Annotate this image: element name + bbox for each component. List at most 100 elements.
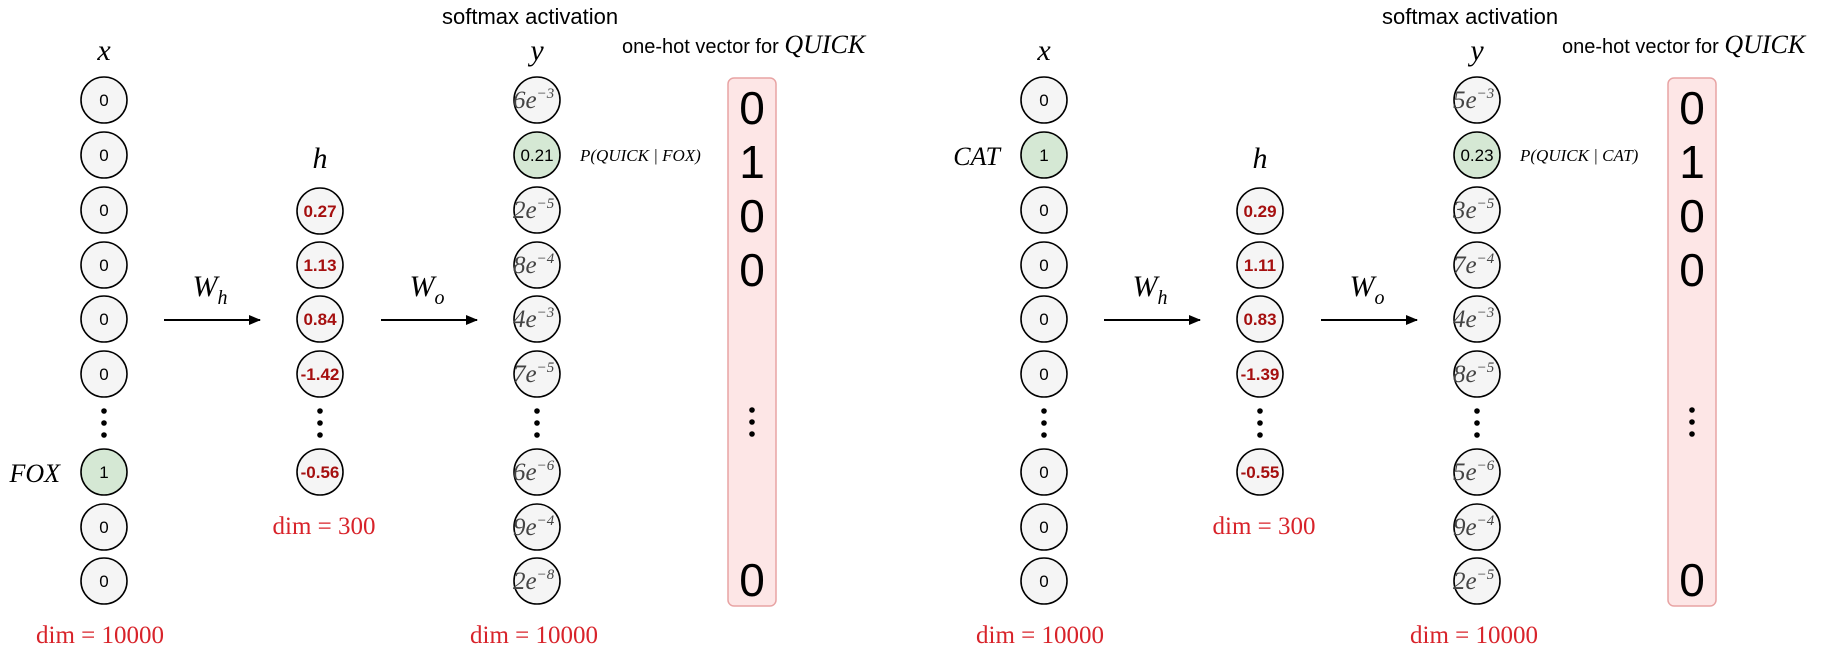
ellipsis-dot bbox=[101, 420, 107, 426]
h-node-value: 1.13 bbox=[303, 256, 336, 275]
x-node-value: 0 bbox=[99, 572, 108, 591]
y-node-value: 0.21 bbox=[520, 146, 553, 165]
ellipsis-dot bbox=[749, 419, 755, 425]
y-exp-power: −4 bbox=[1477, 251, 1495, 267]
y-label: y bbox=[1467, 34, 1484, 67]
wo-label: Wo bbox=[1350, 270, 1385, 309]
y-exp-base: e bbox=[1466, 252, 1477, 279]
y-exp-power: −5 bbox=[1477, 196, 1495, 212]
y-node-value: 0.23 bbox=[1460, 146, 1493, 165]
x-node bbox=[80, 131, 128, 179]
wo-subscript: o bbox=[1375, 287, 1385, 309]
ellipsis-dot bbox=[1041, 432, 1047, 438]
y-exp-base: e bbox=[1466, 197, 1477, 224]
onehot-label: one-hot vector for QUICK bbox=[622, 30, 867, 59]
wh-label: Wh bbox=[1133, 270, 1168, 309]
y-target-node bbox=[1453, 131, 1501, 179]
ellipsis-dot bbox=[317, 432, 323, 438]
onehot-word: QUICK bbox=[784, 30, 867, 59]
y-exp-base: e bbox=[1466, 459, 1477, 486]
y-exp-power: −5 bbox=[537, 360, 555, 376]
y-ellipsis bbox=[534, 408, 540, 438]
y-node bbox=[1453, 76, 1501, 124]
x-dim: dim = 10000 bbox=[976, 622, 1104, 649]
x-node-value: 0 bbox=[99, 310, 108, 329]
y-node bbox=[513, 557, 561, 605]
h-dim: dim = 300 bbox=[273, 513, 376, 540]
wh-label: Wh bbox=[193, 270, 228, 309]
y-node bbox=[1453, 448, 1501, 496]
y-ellipsis bbox=[1474, 408, 1480, 438]
prob-label: P(QUICK | FOX) bbox=[579, 146, 701, 165]
x-node-value: 0 bbox=[99, 201, 108, 220]
onehot-value: 0 bbox=[739, 82, 765, 134]
x-node bbox=[80, 350, 128, 398]
ellipsis-dot bbox=[749, 431, 755, 437]
y-exp-power: −5 bbox=[1477, 567, 1495, 583]
x-node-value: 0 bbox=[1039, 201, 1048, 220]
y-node bbox=[513, 295, 561, 343]
y-exp-power: −4 bbox=[537, 513, 555, 529]
ellipsis-dot bbox=[317, 408, 323, 414]
x-node-value: 0 bbox=[99, 518, 108, 537]
x-node-value: 0 bbox=[99, 146, 108, 165]
x-node bbox=[1020, 186, 1068, 234]
x-dim: dim = 10000 bbox=[36, 622, 164, 649]
y-exp-power: −5 bbox=[537, 196, 555, 212]
x-node-value: 0 bbox=[99, 256, 108, 275]
x-label: x bbox=[1036, 34, 1051, 67]
ellipsis-dot bbox=[1689, 419, 1695, 425]
y-node bbox=[1453, 350, 1501, 398]
x-node bbox=[1020, 557, 1068, 605]
x-hot-word: FOX bbox=[8, 459, 61, 488]
onehot-vector bbox=[1667, 77, 1717, 607]
x-node bbox=[80, 186, 128, 234]
x-node-value: 0 bbox=[1039, 91, 1048, 110]
ellipsis-dot bbox=[1257, 432, 1263, 438]
ellipsis-dot bbox=[1041, 408, 1047, 414]
prob-label: P(QUICK | CAT) bbox=[1519, 146, 1639, 165]
y-node bbox=[513, 241, 561, 289]
h-node-value: 1.11 bbox=[1244, 256, 1276, 275]
y-node bbox=[513, 448, 561, 496]
y-node bbox=[1453, 503, 1501, 551]
x-node-value: 0 bbox=[1039, 572, 1048, 591]
h-label: h bbox=[1253, 142, 1268, 175]
y-node bbox=[513, 76, 561, 124]
ellipsis-dot bbox=[1689, 407, 1695, 413]
onehot-value: 0 bbox=[739, 244, 765, 296]
ellipsis-dot bbox=[534, 408, 540, 414]
onehot-value: 0 bbox=[739, 554, 765, 606]
x-ellipsis bbox=[101, 408, 107, 438]
y-node-value: 2e−5 bbox=[1453, 567, 1495, 595]
y-exp-power: −6 bbox=[1477, 458, 1495, 474]
y-label: y bbox=[527, 34, 544, 67]
x-node bbox=[1020, 350, 1068, 398]
y-node bbox=[513, 503, 561, 551]
x-hot-node bbox=[80, 448, 128, 496]
y-exp-power: −8 bbox=[537, 567, 555, 583]
y-exp-base: e bbox=[526, 514, 537, 541]
x-node-value: 0 bbox=[1039, 463, 1048, 482]
wo-subscript: o bbox=[435, 287, 445, 309]
x-node bbox=[80, 76, 128, 124]
ellipsis-dot bbox=[1474, 408, 1480, 414]
y-exp-power: −5 bbox=[1477, 360, 1495, 376]
wh-subscript: h bbox=[1158, 287, 1168, 309]
h-node-value: 0.84 bbox=[303, 310, 337, 329]
y-node bbox=[513, 350, 561, 398]
y-exp-base: e bbox=[1466, 306, 1477, 333]
h-node bbox=[1236, 350, 1284, 398]
y-exp-base: e bbox=[526, 568, 537, 595]
wo-label: Wo bbox=[410, 270, 445, 309]
onehot-value: 0 bbox=[739, 190, 765, 242]
y-exp-power: −4 bbox=[537, 251, 555, 267]
y-exp-power: −3 bbox=[537, 86, 555, 102]
y-exp-power: −3 bbox=[1477, 305, 1495, 321]
y-exp-power: −3 bbox=[537, 305, 555, 321]
onehot-vector bbox=[727, 77, 777, 607]
ellipsis-dot bbox=[101, 408, 107, 414]
